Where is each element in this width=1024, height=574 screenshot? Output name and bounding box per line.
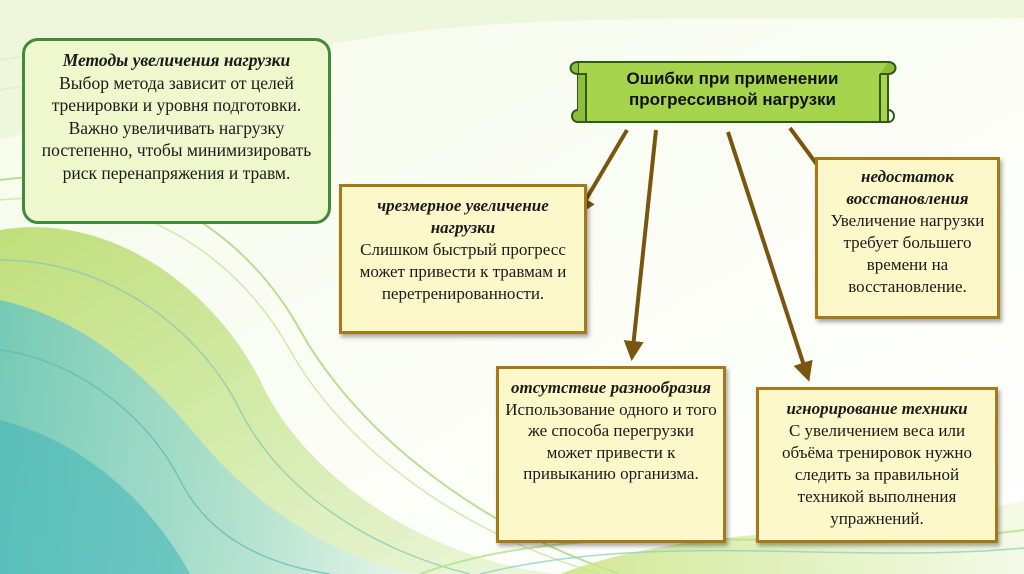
variety-text: Использование одного и того же способа п… bbox=[505, 399, 717, 484]
excessive-load-title: чрезмерное увеличение нагрузки bbox=[377, 196, 549, 237]
load-methods-title: Методы увеличения нагрузки bbox=[62, 50, 291, 70]
recovery-title: недостаток восстановления bbox=[846, 167, 969, 208]
technique-title: игнорирование техники bbox=[786, 399, 968, 418]
scroll-banner bbox=[569, 61, 897, 123]
excessive-load-box: чрезмерное увеличение нагрузки Слишком б… bbox=[339, 184, 587, 334]
main-title-line2: прогрессивной нагрузки bbox=[629, 90, 836, 109]
load-methods-text: Выбор метода зависит от целей тренировки… bbox=[41, 72, 312, 183]
variety-title: отсутствие разнообразия bbox=[511, 378, 711, 397]
main-title-line1: Ошибки при применении bbox=[626, 69, 839, 88]
variety-box: отсутствие разнообразия Использование од… bbox=[496, 366, 726, 543]
technique-text: С увеличением веса или объёма тренировок… bbox=[781, 421, 972, 528]
recovery-box: недостаток восстановления Увеличение наг… bbox=[815, 157, 1000, 319]
recovery-text: Увеличение нагрузки требует большего вре… bbox=[830, 211, 985, 296]
excessive-load-text: Слишком быстрый прогресс может привести … bbox=[359, 240, 567, 303]
load-methods-box: Методы увеличения нагрузки Выбор метода … bbox=[22, 38, 331, 224]
main-title: Ошибки при применении прогрессивной нагр… bbox=[590, 60, 875, 118]
technique-box: игнорирование техники С увеличением веса… bbox=[756, 387, 998, 543]
